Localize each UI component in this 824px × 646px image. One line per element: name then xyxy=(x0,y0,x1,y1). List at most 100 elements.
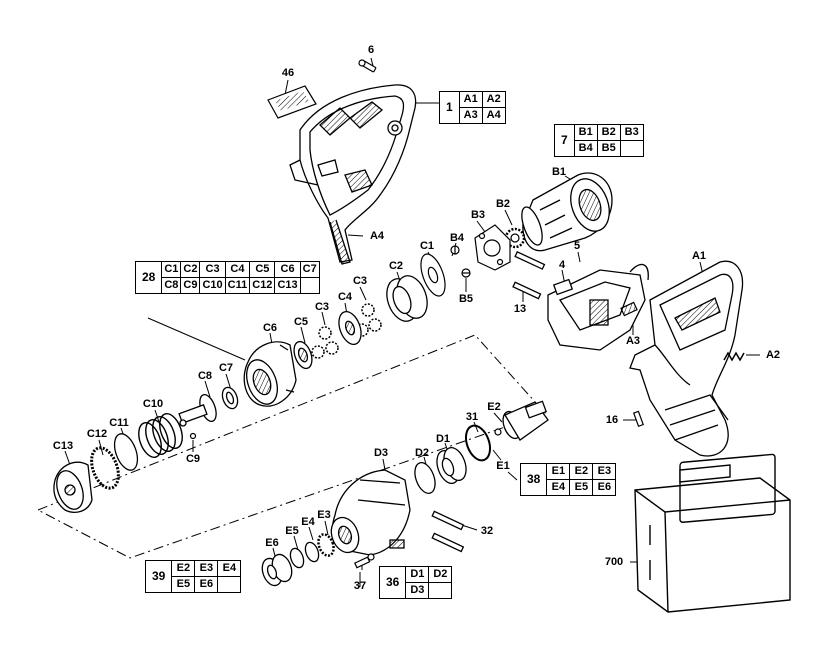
callout-cell: C9 xyxy=(180,277,201,294)
ring-gear-C2 xyxy=(386,275,428,322)
part-label: 32 xyxy=(480,525,494,537)
part-label: D2 xyxy=(414,447,430,459)
callout-cell: D2 xyxy=(428,566,453,583)
pins-13 xyxy=(512,250,546,300)
callout-cell: C1 xyxy=(161,261,182,278)
part-label: B2 xyxy=(495,198,511,210)
screw-37 xyxy=(354,553,375,569)
part-label: 13 xyxy=(513,303,527,315)
housing-half-A1 xyxy=(629,260,744,457)
part-label: C5 xyxy=(293,316,309,328)
part-label: 31 xyxy=(465,411,479,423)
callout-cell: A2 xyxy=(481,91,506,108)
screw-B4 xyxy=(450,245,460,255)
part-label: A3 xyxy=(625,335,641,347)
part-A3 xyxy=(620,301,638,317)
hammer-C13 xyxy=(53,461,93,513)
carrying-case-700 xyxy=(634,453,791,613)
part-label: A2 xyxy=(765,349,781,361)
part-label: 16 xyxy=(605,414,619,426)
callout-cell: B4 xyxy=(573,140,598,157)
part-label: E2 xyxy=(487,401,501,413)
callout-cell: E4 xyxy=(546,479,571,496)
callout-cell: B2 xyxy=(596,124,621,141)
callout-table-1: 1 A1 A2 A3 A4 xyxy=(439,91,506,124)
callout-cell: E6 xyxy=(592,479,617,496)
callout-cell: E2 xyxy=(171,560,196,577)
front-housing-D3 xyxy=(330,469,411,556)
callout-cell: C4 xyxy=(224,261,251,278)
part-label: C10 xyxy=(142,398,164,410)
ring-C7 xyxy=(221,386,239,410)
sleeve-E6 xyxy=(261,553,293,587)
callout-main-36: 36 xyxy=(378,566,407,599)
callout-table-38: 38 E1 E2 E3 E4 E5 E6 xyxy=(519,463,617,496)
carrier-C4 xyxy=(338,311,362,345)
callout-cell: E5 xyxy=(569,479,594,496)
part-label: C11 xyxy=(109,417,129,429)
callout-cell: C5 xyxy=(249,261,276,278)
housing-half-1 xyxy=(289,84,417,265)
part-label: E6 xyxy=(265,537,279,549)
part-label: B5 xyxy=(458,293,474,305)
part-label: C7 xyxy=(218,362,234,374)
callout-table-39: 39 E2 E3 E4 E5 E6 xyxy=(144,560,242,593)
part-label: 37 xyxy=(353,580,367,592)
part-label: 46 xyxy=(281,67,295,79)
callout-cell: A1 xyxy=(458,91,483,108)
callout-main-1: 1 xyxy=(439,91,460,124)
subassembly-dashed-outline xyxy=(37,334,546,559)
callout-cell: E5 xyxy=(171,576,196,593)
motor-plate-B3 xyxy=(474,224,511,271)
part-label: C13 xyxy=(52,440,74,452)
callout-cell: B5 xyxy=(596,140,621,157)
part-label: E3 xyxy=(317,509,331,521)
callout-cell xyxy=(428,582,453,599)
callout-cell: E3 xyxy=(194,560,219,577)
part-label: E1 xyxy=(496,460,510,472)
callout-cell: E3 xyxy=(592,463,617,480)
part-label: C12 xyxy=(86,428,108,440)
part-label: B4 xyxy=(449,232,465,244)
callout-cell xyxy=(299,277,320,294)
callout-cell: C7 xyxy=(299,261,320,278)
callout-cell: E6 xyxy=(194,576,219,593)
callout-table-28: 28 C1 C2 C3 C4 C5 C6 C7 C8 C9 C10 C11 C1… xyxy=(134,261,320,294)
callout-cell: C11 xyxy=(224,277,251,294)
callout-cell: D3 xyxy=(405,582,430,599)
spring-A2 xyxy=(723,351,745,362)
callout-cell: C3 xyxy=(199,261,226,278)
ring-E3 xyxy=(317,533,335,557)
callout-table-36: 36 D1 D2 D3 xyxy=(378,566,453,599)
ball-ring-C12 xyxy=(90,446,120,490)
callout-cell: D1 xyxy=(405,566,430,583)
callout-cell: B3 xyxy=(619,124,644,141)
callout-cell: C13 xyxy=(274,277,301,294)
callout-cell: E1 xyxy=(546,463,571,480)
gear-case-C6 xyxy=(243,341,297,407)
callout-cell: E2 xyxy=(569,463,594,480)
callout-cell xyxy=(217,576,242,593)
callout-cell: C2 xyxy=(180,261,201,278)
o-ring-31 xyxy=(464,424,492,462)
washer-D2 xyxy=(414,462,436,494)
part-label: 6 xyxy=(367,44,375,56)
spindle-C8 xyxy=(178,393,217,427)
callout-main-28: 28 xyxy=(134,261,163,294)
part-label: C6 xyxy=(262,322,278,334)
bearing-D1 xyxy=(436,447,467,484)
ball-C9 xyxy=(189,432,197,440)
callout-cell: C8 xyxy=(161,277,182,294)
spring-C10 xyxy=(138,413,183,458)
part-label: B1 xyxy=(551,166,567,178)
callout-cell: B1 xyxy=(573,124,598,141)
callout-cell: C6 xyxy=(274,261,301,278)
anvil-E1 xyxy=(502,400,549,441)
part-label: D1 xyxy=(435,433,451,445)
part-label: E5 xyxy=(285,525,299,537)
part-label: C3 xyxy=(314,301,330,313)
motor-B1 xyxy=(521,172,613,252)
part-label: E4 xyxy=(301,516,315,528)
callout-table-7: 7 B1 B2 B3 B4 B5 xyxy=(554,124,644,157)
